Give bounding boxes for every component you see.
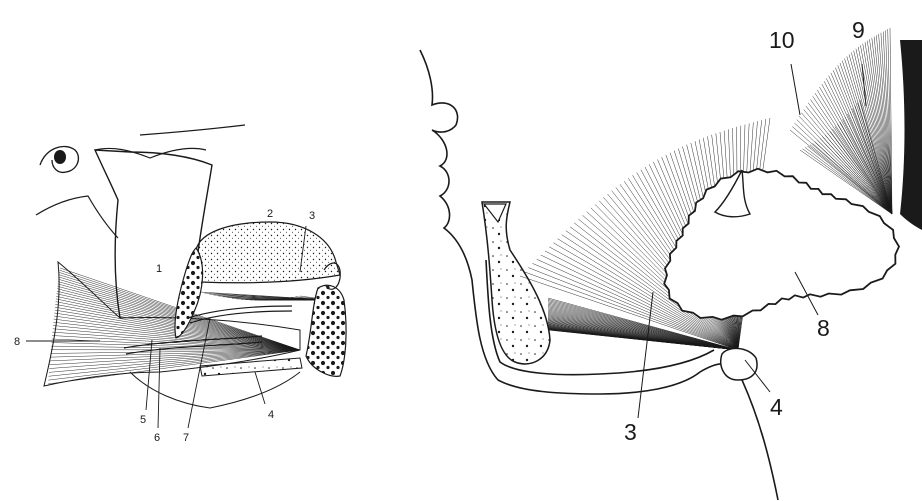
mandible-cross-section (482, 202, 550, 364)
left-label-1: 1 (156, 263, 162, 275)
geniohyoid-outline (130, 372, 300, 408)
tongue-structure (196, 222, 340, 283)
upper-lip-outline (36, 196, 118, 238)
left-label-2: 2 (267, 208, 273, 220)
left-label-5: 5 (140, 414, 146, 426)
right-label-4: 4 (770, 394, 783, 420)
left-label-8: 8 (14, 336, 20, 348)
left-sagittal-figure: 1 2 3 4 5 6 7 8 (14, 125, 346, 444)
hyoid-body (721, 348, 757, 380)
right-label-3: 3 (624, 419, 637, 445)
left-label-7: 7 (183, 432, 189, 444)
right-label-8: 8 (817, 315, 830, 341)
left-label-3: 3 (309, 210, 315, 222)
right-coronal-figure: 3 4 8 9 10 (420, 17, 922, 500)
left-label-6: 6 (154, 432, 160, 444)
lateral-bone-margin (900, 40, 922, 230)
right-label-9: 9 (852, 17, 865, 43)
left-label-4: 4 (268, 409, 274, 421)
nostril (54, 150, 66, 164)
palate-outline (95, 125, 245, 158)
right-label-10: 10 (769, 27, 795, 53)
